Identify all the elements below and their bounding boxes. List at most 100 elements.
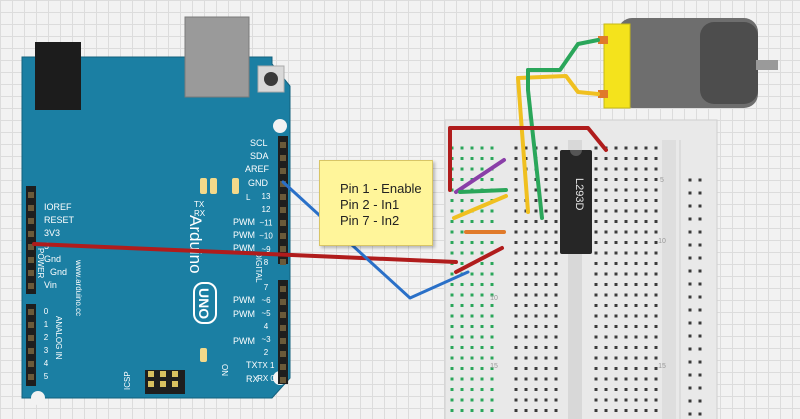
pin-number: 7 [264,283,269,292]
breadboard-hole [594,283,598,286]
breadboard-hole [654,398,658,402]
wire-purple [454,158,506,194]
breadboard-hole [554,220,558,223]
breadboard-hole [554,346,558,349]
breadboard-hole [470,220,474,223]
breadboard-hole [594,199,598,202]
note-line: Pin 2 - In1 [340,197,400,212]
breadboard-hole [554,409,558,412]
pin-number: 3 [44,346,49,355]
breadboard-hole [604,209,608,213]
breadboard-hole [688,308,692,312]
breadboard-hole [624,283,628,286]
breadboard-hole [524,272,528,276]
breadboard-hole [470,241,474,244]
breadboard-hole [698,269,702,273]
breadboard-hole [460,346,464,349]
breadboard-hole [634,293,638,297]
breadboard-hole [480,146,484,150]
header-pin [28,270,34,276]
breadboard-hole [594,367,598,370]
breadboard-hole [460,304,464,307]
breadboard-hole [604,293,608,297]
pin-number: ~6 [261,296,271,305]
breadboard-hole [594,398,598,402]
breadboard-hole [614,272,618,276]
breadboard-hole [654,335,658,339]
breadboard-hole [544,188,548,192]
pwm-label: PWM [233,336,255,346]
uno-badge [193,282,217,324]
breadboard-hole [450,367,454,370]
breadboard-hole [480,367,484,370]
breadboard-hole [594,304,598,307]
breadboard-hole [480,272,484,276]
breadboard-hole [634,251,638,255]
header-pin [280,286,286,292]
header-pin [280,233,286,239]
chip-label: L293D [573,178,585,210]
pwm-label: PWM [233,230,255,240]
pin-number: 0 [44,307,49,316]
breadboard-hole [594,293,598,297]
header-pin [280,312,286,318]
breadboard-hole [634,325,638,328]
breadboard-hole [654,241,658,244]
breadboard-hole [554,314,558,318]
breadboard-hole [644,251,648,255]
breadboard-hole [490,409,494,412]
breadboard-hole [644,356,648,360]
breadboard-hole [554,178,558,181]
breadboard-hole [490,335,494,339]
breadboard-hole [534,262,538,265]
breadboard-hole [614,388,618,391]
header-pin [28,244,34,250]
breadboard-hole [634,377,638,381]
breadboard-hole [654,346,658,349]
breadboard-hole [594,157,598,160]
breadboard-hole [634,199,638,202]
breadboard-hole [554,377,558,381]
breadboard-hole [480,220,484,223]
breadboard-hole [480,262,484,265]
breadboard-hole [604,188,608,192]
breadboard-hole [614,167,618,171]
on-led [200,348,207,362]
breadboard-hole [544,167,548,171]
breadboard-hole [624,188,628,192]
breadboard-hole [624,178,628,181]
breadboard-hole [594,388,598,391]
breadboard-hole [450,304,454,307]
analog-in-label: ANALOG IN [54,316,63,360]
breadboard-hole [460,230,464,234]
motor-wire-yellow [516,74,600,96]
breadboard-hole [470,157,474,160]
breadboard-hole [480,398,484,402]
breadboard-hole [604,314,608,318]
breadboard-hole [480,335,484,339]
breadboard-hole [654,209,658,213]
breadboard-hole [594,346,598,349]
breadboard-hole [554,304,558,307]
breadboard-hole [688,373,692,377]
breadboard-hole [604,304,608,307]
header-pin [280,246,286,252]
breadboard-hole [460,283,464,286]
breadboard-hole [644,377,648,381]
breadboard-hole [490,304,494,307]
breadboard-hole [594,272,598,276]
breadboard-hole [544,230,548,234]
breadboard-hole [614,188,618,192]
breadboard-hole [624,241,628,244]
breadboard-hole [470,283,474,286]
breadboard-hole [524,304,528,307]
breadboard-hole [644,230,648,234]
breadboard-hole [604,398,608,402]
breadboard-hole [644,398,648,402]
breadboard-hole [644,220,648,223]
breadboard-hole [624,146,628,150]
breadboard-hole [604,230,608,234]
breadboard-hole [450,209,454,213]
breadboard-hole [594,262,598,265]
breadboard-hole [614,241,618,244]
